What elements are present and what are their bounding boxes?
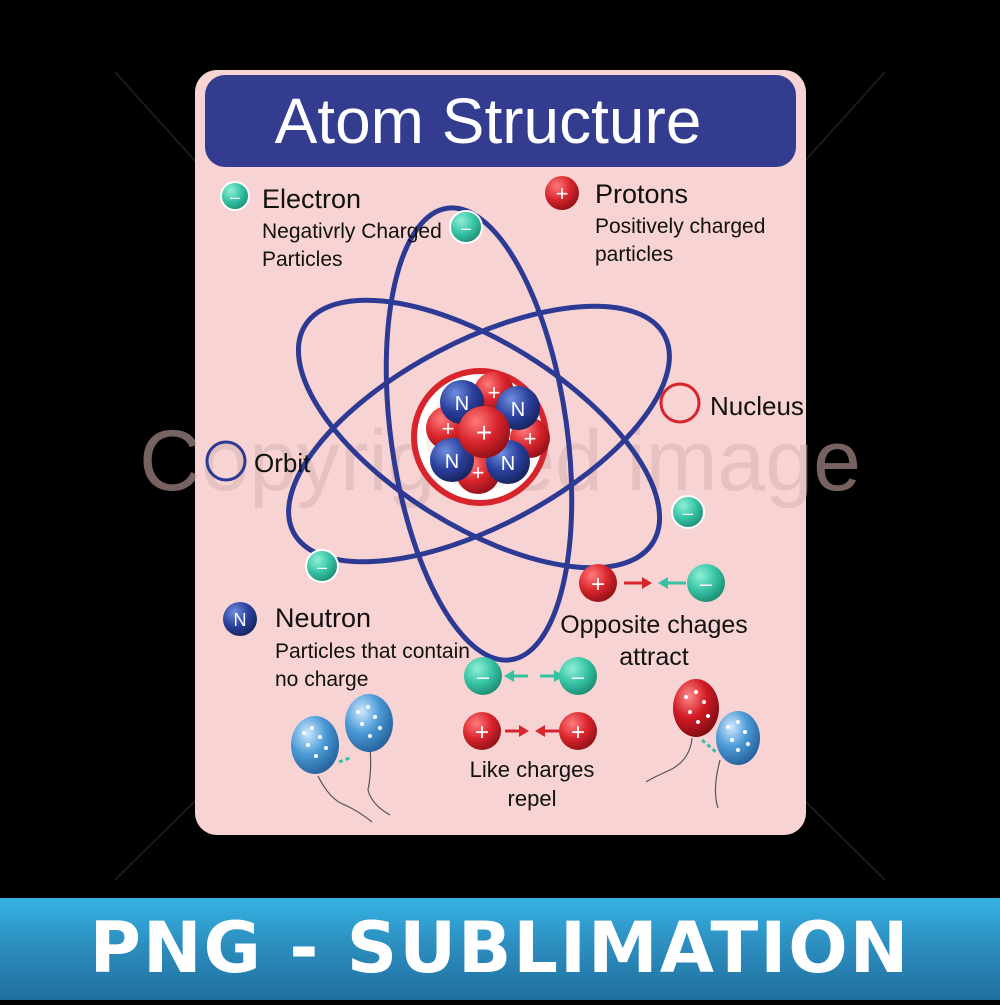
svg-text:N: N <box>234 610 247 630</box>
svg-text:+: + <box>476 417 492 448</box>
svg-text:N: N <box>445 451 459 473</box>
electron-icon: – <box>687 564 725 602</box>
arrow-left-icon <box>535 725 559 737</box>
proton-icon: + <box>545 176 579 210</box>
electron-desc-line1: Negativrly Charged <box>262 220 442 243</box>
orbit-ring-left <box>295 297 663 571</box>
arrow-right-icon <box>505 725 529 737</box>
title-banner <box>205 75 796 167</box>
like-charges-diagram: – – + + Like charges repel <box>463 657 597 811</box>
svg-text:+: + <box>571 719 585 746</box>
proton-icon: + <box>559 712 597 750</box>
proton-icon: + <box>579 564 617 602</box>
opposite-charges-line1: Opposite chages <box>560 611 748 639</box>
svg-text:+: + <box>591 571 605 598</box>
nucleus-neutron: N <box>496 386 540 430</box>
svg-text:–: – <box>572 664 585 689</box>
svg-text:+: + <box>475 719 489 746</box>
proton-icon: + <box>463 712 501 750</box>
orbit-label: Orbit <box>254 448 311 478</box>
blue-balloons-icon <box>291 694 393 823</box>
svg-text:+: + <box>442 416 455 441</box>
electron-desc-line2: Particles <box>262 248 343 271</box>
arrow-right-icon <box>624 577 652 589</box>
protons-desc-line1: Positively charged <box>595 215 765 238</box>
electron-label: Electron <box>262 184 361 214</box>
legend-nucleus: Nucleus <box>659 382 804 424</box>
svg-text:–: – <box>461 218 471 238</box>
legend-protons: + Protons Positively charged particles <box>545 176 765 266</box>
svg-text:–: – <box>317 557 327 577</box>
orbit-ring-right <box>286 303 672 565</box>
sublimation-banner <box>0 898 1000 1000</box>
neutron-icon: N <box>223 602 257 636</box>
neutron-label: Neutron <box>275 603 371 633</box>
legend-electron: – Electron Negativrly Charged Particles <box>220 181 442 271</box>
page-title: Atom Structure <box>275 85 702 157</box>
like-charges-line1: Like charges <box>470 757 595 782</box>
svg-text:N: N <box>511 399 525 421</box>
svg-text:+: + <box>472 460 485 485</box>
arrow-left-icon <box>504 670 528 682</box>
electron-icon: – <box>220 181 250 211</box>
opposite-charges-diagram: + – Opposite chages attract <box>560 564 748 671</box>
nucleus-ring-icon <box>659 382 701 424</box>
nucleus-label: Nucleus <box>710 391 804 421</box>
electron-icon: – <box>464 657 502 695</box>
orbit-ring-icon <box>205 440 247 482</box>
orbits <box>286 205 672 663</box>
neutron-desc-line2: no charge <box>275 668 368 691</box>
orbit-electron: – <box>449 210 483 244</box>
nucleus-proton-center: + <box>458 406 510 458</box>
red-blue-balloons-icon <box>645 679 760 809</box>
svg-text:N: N <box>455 393 469 415</box>
orbit-electron: – <box>671 495 705 529</box>
svg-text:–: – <box>477 664 490 689</box>
svg-text:N: N <box>501 453 515 475</box>
neutron-desc-line1: Particles that contain <box>275 640 470 663</box>
svg-text:–: – <box>700 571 713 596</box>
electron-icon: – <box>559 657 597 695</box>
nucleus-neutron: N <box>430 438 474 482</box>
orbit-electron: – <box>305 549 339 583</box>
arrow-left-icon <box>658 577 686 589</box>
legend-orbit: Orbit <box>205 440 311 482</box>
svg-text:–: – <box>683 503 693 523</box>
svg-text:+: + <box>524 426 537 451</box>
protons-desc-line2: particles <box>595 243 673 266</box>
legend-neutron: N Neutron Particles that contain no char… <box>223 602 470 691</box>
protons-label: Protons <box>595 179 688 209</box>
like-charges-line2: repel <box>508 786 557 811</box>
svg-text:+: + <box>556 181 569 206</box>
svg-text:+: + <box>488 380 501 405</box>
orbit-ring-vertical <box>383 205 575 663</box>
sublimation-banner-text: PNG - SUBLIMATION <box>89 907 911 989</box>
svg-text:–: – <box>230 187 240 207</box>
nucleus: + + + + N N N N + <box>411 368 550 506</box>
opposite-charges-line2: attract <box>619 643 689 671</box>
